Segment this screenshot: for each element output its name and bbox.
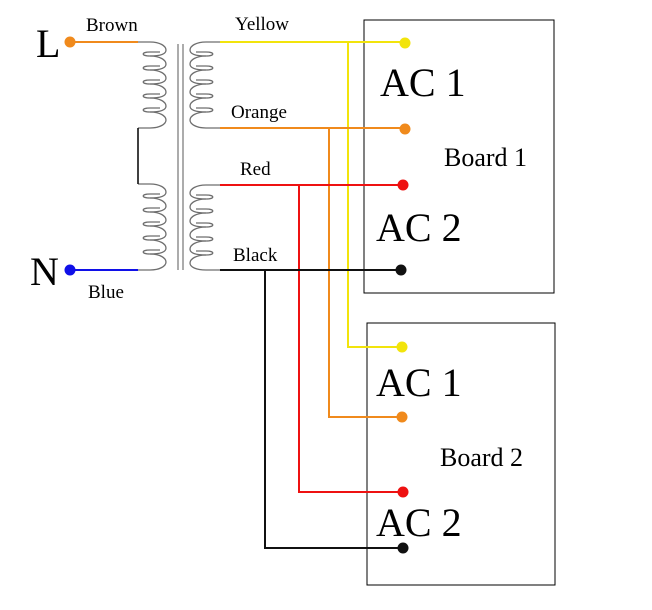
board-1-ac1-orange-terminal <box>399 123 411 135</box>
line-terminal <box>64 36 76 48</box>
brown-wire-label: Brown <box>86 15 138 36</box>
board-2-box <box>366 322 556 586</box>
board-2-ac1-yellow-terminal <box>396 341 408 353</box>
board-1-ac1-yellow-terminal <box>399 37 411 49</box>
board-1-box <box>363 19 555 294</box>
yellow-wire <box>220 41 403 348</box>
line-label: L <box>36 21 60 66</box>
board-2-ac2-red-terminal <box>397 486 409 498</box>
secondary-coil-bottom <box>189 184 220 271</box>
black-wire-label: Black <box>233 245 278 266</box>
primary-coil-bottom <box>138 183 167 271</box>
neutral-label: N <box>30 249 59 294</box>
orange-wire-label: Orange <box>231 102 287 123</box>
red-wire-label: Red <box>240 159 271 180</box>
yellow-wire-label: Yellow <box>235 14 289 35</box>
board-2-ac1-label: AC 1 <box>376 360 462 405</box>
board-1-ac1-label: AC 1 <box>380 60 466 105</box>
board-1-ac2-black-terminal <box>395 264 407 276</box>
board-1-ac2-red-terminal <box>397 179 409 191</box>
primary-coil-top <box>138 41 167 129</box>
board-2-name: Board 2 <box>440 443 523 472</box>
board-2-ac1-orange-terminal <box>396 411 408 423</box>
red-wire <box>220 184 403 493</box>
board-1-name: Board 1 <box>444 143 527 172</box>
neutral-terminal <box>64 264 76 276</box>
transformer <box>137 41 220 271</box>
orange-wire <box>220 127 405 418</box>
blue-wire-label: Blue <box>88 282 124 303</box>
board-2-ac2-black-terminal <box>397 542 409 554</box>
board-1-ac2-label: AC 2 <box>376 205 462 250</box>
transformer-core <box>177 44 184 270</box>
board-2-ac2-label: AC 2 <box>376 500 462 545</box>
black-wire <box>220 269 403 549</box>
secondary-coil-top <box>189 41 220 129</box>
